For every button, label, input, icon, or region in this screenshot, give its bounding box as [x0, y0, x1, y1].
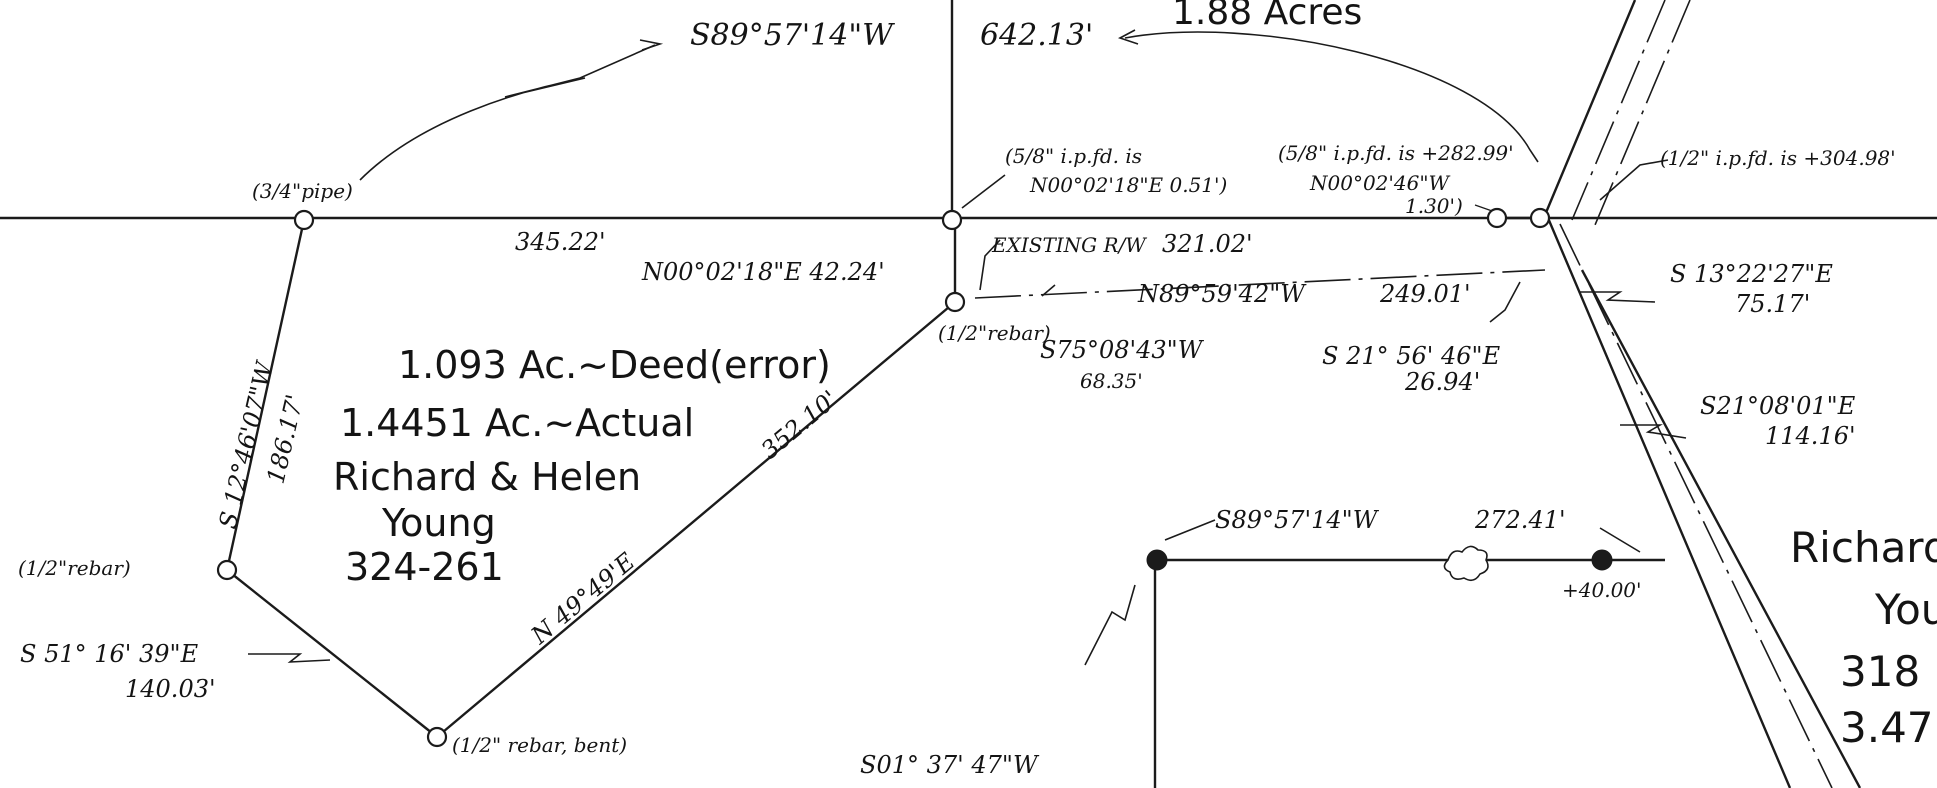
ip58b-line1: (5/8" i.p.fd. is +282.99' [1278, 141, 1514, 165]
s21b-distance: 114.16' [1765, 422, 1856, 450]
s51-distance: 140.03' [125, 675, 216, 703]
right-owner-4: 3.47 [1840, 703, 1934, 752]
actual-acres: 1.4451 Ac.~Actual [340, 401, 694, 445]
rebar-bent-monument [426, 726, 448, 748]
right-owner-3: 318 [1840, 647, 1920, 696]
ip58b-line3: 1.30') [1405, 194, 1463, 218]
pipe-label: (3/4"pipe) [252, 179, 353, 203]
leader-s21b [1620, 424, 1687, 439]
iron-pin-1-2 [1529, 207, 1551, 229]
plus-4000: +40.00' [1562, 578, 1642, 602]
arrow-top [639, 39, 664, 51]
road-line-6 [1580, 269, 1862, 788]
right-owner-1: Richard [1790, 523, 1937, 572]
s13-distance: 75.17' [1735, 290, 1810, 318]
s21a-bearing: S 21° 56' 46"E [1322, 342, 1501, 370]
line-n49 [436, 301, 956, 738]
leader-top-squiggle [359, 44, 656, 181]
s01-bearing: S01° 37' 47"W [860, 751, 1040, 779]
ip12-label: (1/2" i.p.fd. is +304.98' [1660, 146, 1896, 170]
dist-35210: 352.10' [756, 385, 843, 465]
iron-pin-5-8-a [941, 209, 963, 231]
existing-rw: EXISTING R/W [991, 233, 1147, 257]
s75-distance: 68.35' [1080, 369, 1143, 393]
owner-line-3: 324-261 [345, 545, 504, 589]
leader-ip58a [961, 174, 1006, 209]
right-owner-2: You [1874, 585, 1937, 634]
line-s51 [226, 569, 438, 738]
leader-ip12 [1599, 159, 1669, 201]
leader-s01 [1084, 584, 1136, 666]
s89b-bearing: S89°57'14"W [1215, 506, 1380, 534]
tree-symbol [1443, 545, 1489, 582]
pipe-monument [293, 209, 315, 231]
n49-bearing: N 49°49'E [525, 547, 641, 650]
s21a-distance: 26.94' [1404, 368, 1480, 396]
road-line-5 [1559, 223, 1833, 788]
acres-188: 1.88 Acres [1172, 0, 1362, 33]
deed-acres: 1.093 Ac.~Deed(error) [398, 343, 831, 387]
rebar-half-label: (1/2"rebar) [938, 321, 1051, 345]
s89b-distance: 272.41' [1474, 506, 1566, 534]
n89-distance: 249.01' [1379, 280, 1471, 308]
leader-s89b [1164, 519, 1216, 541]
s21b-bearing: S21°08'01"E [1700, 392, 1856, 420]
line-s12 [225, 219, 306, 571]
arrow-188 [1117, 29, 1139, 45]
leader-s13 [1580, 291, 1656, 303]
rebar-left-label: (1/2"rebar) [18, 556, 131, 580]
leader-s51 [248, 653, 331, 663]
leader-rw [979, 239, 1001, 291]
existing-rw-line [974, 269, 1546, 299]
owner-line-1: Richard & Helen [333, 455, 641, 499]
ip58a-line2: N00°02'18"E 0.51') [1029, 173, 1227, 197]
road-line-2 [1571, 0, 1666, 221]
top-distance: 642.13' [980, 18, 1093, 53]
ip58a-line1: (5/8" i.p.fd. is [1005, 144, 1142, 168]
iron-pin-5-8-b [1486, 207, 1508, 229]
plus-40-dot [1591, 549, 1613, 571]
owner-line-2: Young [381, 501, 496, 545]
top-bearing: S89°57'14"W [690, 18, 895, 53]
leader-s21a [1489, 281, 1521, 323]
ip58b-line2: N00°02'46"W [1309, 171, 1451, 195]
lower-corner-dot [1146, 549, 1168, 571]
n89-bearing: N89°59'42"W [1137, 280, 1307, 308]
leader-272 [1599, 527, 1641, 553]
dist-32102: 321.02' [1162, 230, 1253, 258]
rebar-left-monument [216, 559, 238, 581]
road-line-4 [1546, 217, 1792, 788]
rebar-bent-label: (1/2" rebar, bent) [452, 733, 627, 757]
leader-s75 [1041, 284, 1056, 297]
road-line-1 [1543, 0, 1637, 216]
nw-call: N00°02'18"E 42.24' [641, 258, 885, 286]
rebar-monument [944, 291, 966, 313]
s75-bearing: S75°08'43"W [1040, 336, 1205, 364]
leader-188 [1124, 31, 1539, 163]
s51-bearing: S 51° 16' 39"E [20, 640, 199, 668]
dist-34522: 345.22' [515, 228, 606, 256]
s13-bearing: S 13°22'27"E [1670, 260, 1833, 288]
road-line-3 [1594, 0, 1691, 226]
